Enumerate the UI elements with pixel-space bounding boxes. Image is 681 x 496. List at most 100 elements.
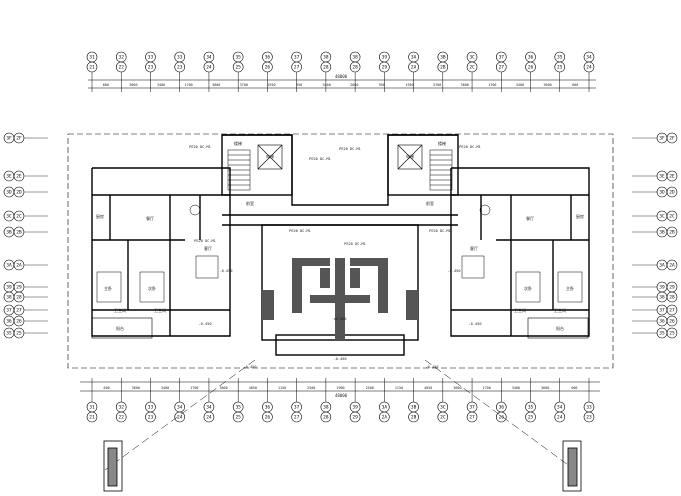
room-label: 电梯 [406, 153, 414, 159]
top-axis-bubble-lower-label: 29 [382, 65, 388, 71]
bottom-overall-dimension: 48000 [335, 393, 348, 398]
bottom-dimension-text: 3400 [512, 386, 520, 390]
top-dimension-text: 600 [572, 83, 578, 87]
top-axis-bubble-upper-label: 38 [323, 55, 329, 61]
left-axis-label-b: 28 [16, 295, 22, 301]
top-axis-bubble-upper-label: 36 [265, 55, 271, 61]
bottom-axis-bubble-upper-label: 3C [440, 405, 446, 411]
left-axis-bubble: 3C 2C [3, 210, 48, 222]
top-dimension-text: 1950 [405, 83, 413, 87]
top-axis-bubbles: 3121322233233323342435253626372738283828… [86, 51, 595, 92]
left-unit-walls [91, 167, 231, 337]
bottom-dimension-text: 600 [571, 386, 577, 390]
top-axis-bubble-upper-label: 32 [119, 55, 125, 61]
right-axis-label-b: 2A [669, 263, 675, 269]
room-label: 客厅 [204, 245, 212, 251]
top-axis-bubble-upper-label: 38 [352, 55, 358, 61]
room-label: 前室 [426, 200, 434, 206]
bottom-axis-bubble-lower-label: 22 [119, 415, 125, 421]
left-axis-label-b: 2C [16, 214, 22, 220]
left-axis-label-a: 3B [6, 230, 12, 236]
right-axis-label-a: 35 [659, 331, 665, 337]
bottom-dimension-text: 1700 [483, 386, 491, 390]
bottom-axis-bubble-upper-label: 32 [119, 405, 125, 411]
right-axis-label-b: 2E [669, 174, 675, 180]
core-shear-walls [262, 258, 418, 340]
stair-right [429, 149, 453, 191]
bottom-dimension-text: 1700 [190, 386, 198, 390]
left-axis-label-a: 39 [6, 285, 12, 291]
top-axis-bubble-upper-label: 3C [469, 55, 475, 61]
right-axis-label-a: 3F [659, 136, 665, 142]
left-axis-label-a: 36 [6, 319, 12, 325]
room-label: 卫生间 [514, 307, 526, 313]
top-axis-bubble-lower-label: 2C [469, 65, 475, 71]
bottom-dimension-text: 3400 [161, 386, 169, 390]
balconies [91, 317, 589, 339]
left-axis-label-b: 2E [16, 174, 22, 180]
top-dimension-text: 1700 [185, 83, 193, 87]
room-label: 主卧 [104, 285, 112, 291]
top-axis-bubble-lower-label: 25 [557, 65, 563, 71]
bottom-axis-bubble-lower-label: 24 [557, 415, 563, 421]
bottom-axis-bubble-upper-label: 37 [469, 405, 475, 411]
bottom-dimension-text: 4050 [424, 386, 432, 390]
bottom-axis-bubble-upper-label: 39 [352, 405, 358, 411]
left-axis-label-b: 25 [16, 331, 22, 337]
left-axis-label-a: 3A [6, 263, 12, 269]
bottom-axis-bubble-lower-label: 25 [235, 415, 241, 421]
top-axis-bubble-upper-label: 34 [206, 55, 212, 61]
bottom-axis-bubble-lower-label: 27 [294, 415, 300, 421]
room-label: 卫生间 [154, 307, 166, 313]
bottom-axis-bubble-upper-label: 36 [499, 405, 505, 411]
callout-label: PE20 DC-M1 [289, 229, 311, 233]
top-axis-bubble-lower-label: 25 [235, 65, 241, 71]
bottom-axis-bubble-lower-label: 25 [528, 415, 534, 421]
left-axis-label-b: 2A [16, 263, 22, 269]
top-axis-bubble-lower-label: 23 [148, 65, 154, 71]
top-axis-bubble-upper-label: 37 [499, 55, 505, 61]
top-axis-bubble-lower-label: 2B [440, 65, 446, 71]
furniture [96, 204, 583, 303]
left-axis-label-a: 3F [6, 136, 12, 142]
right-axis-label-a: 3A [659, 263, 665, 269]
left-axis-label-a: 3C [6, 214, 12, 220]
top-axis-bubble-upper-label: 34 [586, 55, 592, 61]
level-mark: -0.450 [220, 269, 233, 273]
bottom-axis-bubble-lower-label: 2B [411, 415, 417, 421]
bottom-dimension-text: 4050 [249, 386, 257, 390]
room-label: 客厅 [470, 245, 478, 251]
room-label: 厨房 [96, 213, 104, 219]
top-axis-bubble-upper-label: 33 [177, 55, 183, 61]
bottom-axis-bubble-lower-label: 2A [382, 415, 388, 421]
top-dimension-text: 950 [379, 83, 385, 87]
bottom-dimension-text: 3600 [132, 386, 140, 390]
bottom-axis-bubble-lower-label: 2C [440, 415, 446, 421]
bottom-dimension-text: 1150 [395, 386, 403, 390]
top-dimension-lines [80, 79, 600, 392]
bottom-dimension-text: 3600 [541, 386, 549, 390]
right-axis-label-b: 25 [669, 331, 675, 337]
stair-left [227, 149, 251, 191]
bottom-axis-bubbles: 3121322233233424342435253626372738283929… [86, 378, 595, 423]
bottom-dimension-text: 2500 [366, 386, 374, 390]
bottom-axis-bubble: 3C 2C [437, 401, 449, 423]
top-axis-bubble-upper-label: 35 [235, 55, 241, 61]
top-dimension-text: 3700 [240, 83, 248, 87]
room-label: 次卧 [524, 285, 532, 291]
